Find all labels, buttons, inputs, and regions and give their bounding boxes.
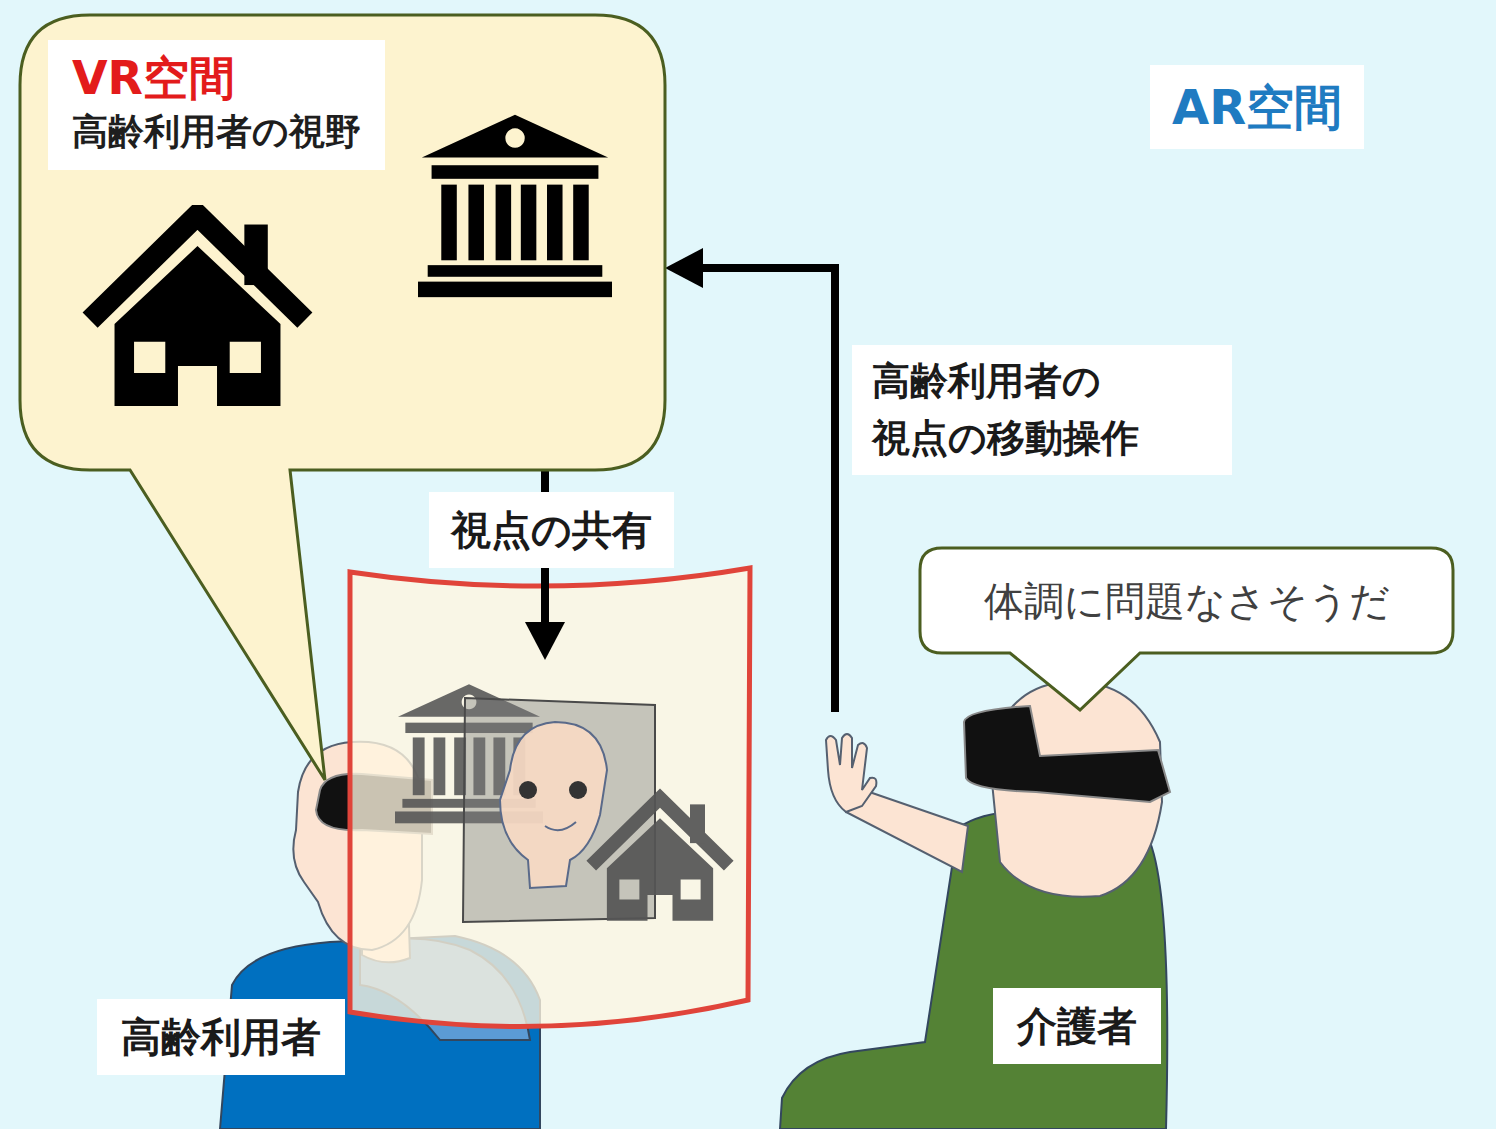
speech-bubble: 体調に問題なさそうだ xyxy=(920,548,1453,653)
panel-face-eye xyxy=(519,781,537,799)
arrow-head xyxy=(525,622,565,660)
panel-face-card xyxy=(463,698,655,922)
figure-label-box: 介護者 xyxy=(993,988,1161,1064)
panel-screen xyxy=(350,568,750,1026)
connector-line xyxy=(700,268,835,712)
house-icon xyxy=(90,215,305,406)
figure-name: 介護者 xyxy=(1017,1000,1137,1052)
elderly-user-figure: 高齢利用者 xyxy=(97,660,750,1075)
caregiver-hand xyxy=(826,734,876,812)
speech-shape xyxy=(920,548,1453,710)
museum-icon xyxy=(418,115,612,297)
speech-text-wrap: 体調に問題なさそうだ xyxy=(984,575,1390,627)
edge-label: 高齢利用者の 視点の移動操作 xyxy=(852,345,1232,475)
connector-arrow xyxy=(665,248,835,712)
figure-name: 高齢利用者 xyxy=(121,1011,321,1063)
region-title: AR空間 xyxy=(1150,65,1364,149)
region-title: VR空間 xyxy=(72,50,361,108)
panel-face-smile xyxy=(545,822,576,830)
caregiver-vr-headset xyxy=(964,706,1170,802)
panel-house-icon xyxy=(591,798,729,921)
panel-face-eye xyxy=(569,781,587,799)
caregiver-figure: 介護者 xyxy=(780,712,1190,1129)
speech-text: 体調に問題なさそうだ xyxy=(984,575,1390,627)
shared-view-panel xyxy=(350,568,750,1026)
vr-title-box: VR空間高齢利用者の視野 xyxy=(48,40,385,170)
figure-label-box: 高齢利用者 xyxy=(97,999,345,1075)
arrow-head xyxy=(665,248,703,288)
region-subtitle: 高齢利用者の視野 xyxy=(72,108,361,157)
vr-space-bubble: VR空間高齢利用者の視野 xyxy=(20,15,665,470)
caregiver-illustration xyxy=(780,682,1170,1129)
bubble-shape xyxy=(20,15,665,780)
edge-label: 視点の共有 xyxy=(429,492,674,568)
